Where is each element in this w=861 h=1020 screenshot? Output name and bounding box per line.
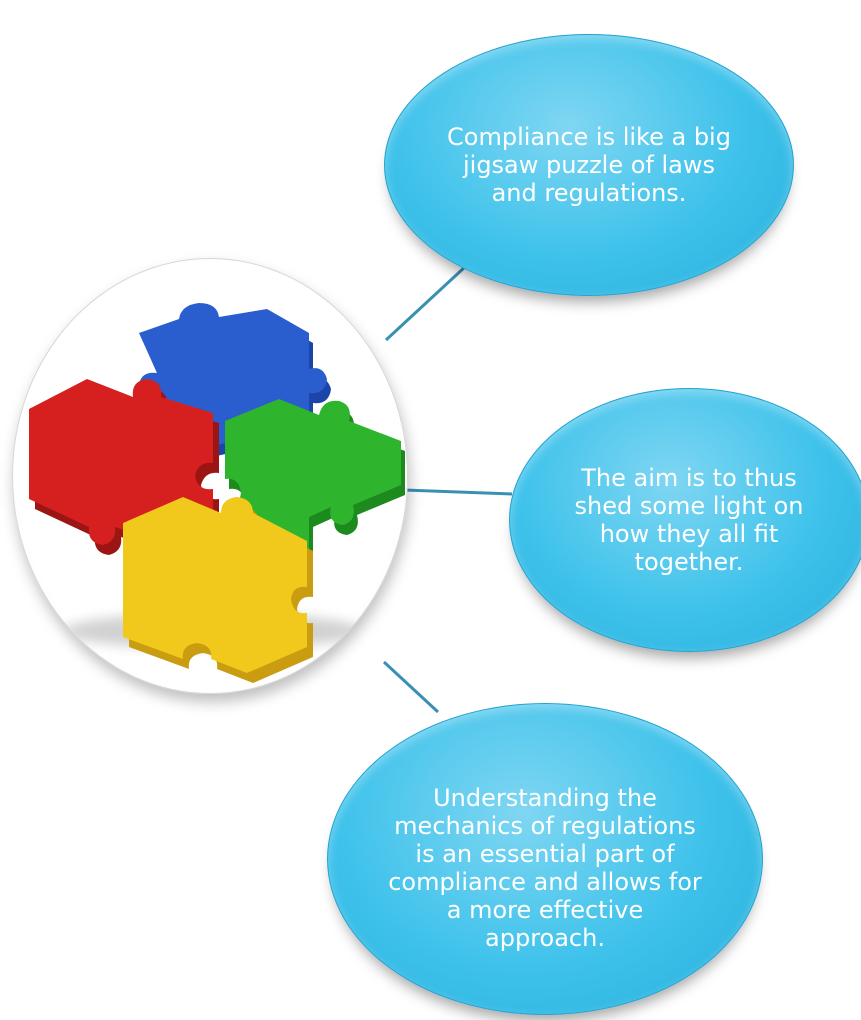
bubble-aim: The aim is to thus shed some light on ho… [509, 388, 861, 652]
bubble-compliance-puzzle: Compliance is like a big jigsaw puzzle o… [384, 34, 794, 296]
bubble-2-text: The aim is to thus shed some light on ho… [574, 464, 804, 576]
yellow-piece [123, 497, 313, 683]
connector-line-1 [384, 264, 468, 342]
connector-line-2 [403, 488, 513, 496]
connector-line-3 [382, 660, 440, 714]
bubble-understanding-mechanics: Understanding the mechanics of regulatio… [327, 703, 763, 1015]
bubble-3-text: Understanding the mechanics of regulatio… [388, 784, 702, 952]
bubble-1-text: Compliance is like a big jigsaw puzzle o… [447, 123, 731, 207]
puzzle-image-circle [12, 258, 408, 694]
jigsaw-puzzle-icon [29, 303, 405, 683]
